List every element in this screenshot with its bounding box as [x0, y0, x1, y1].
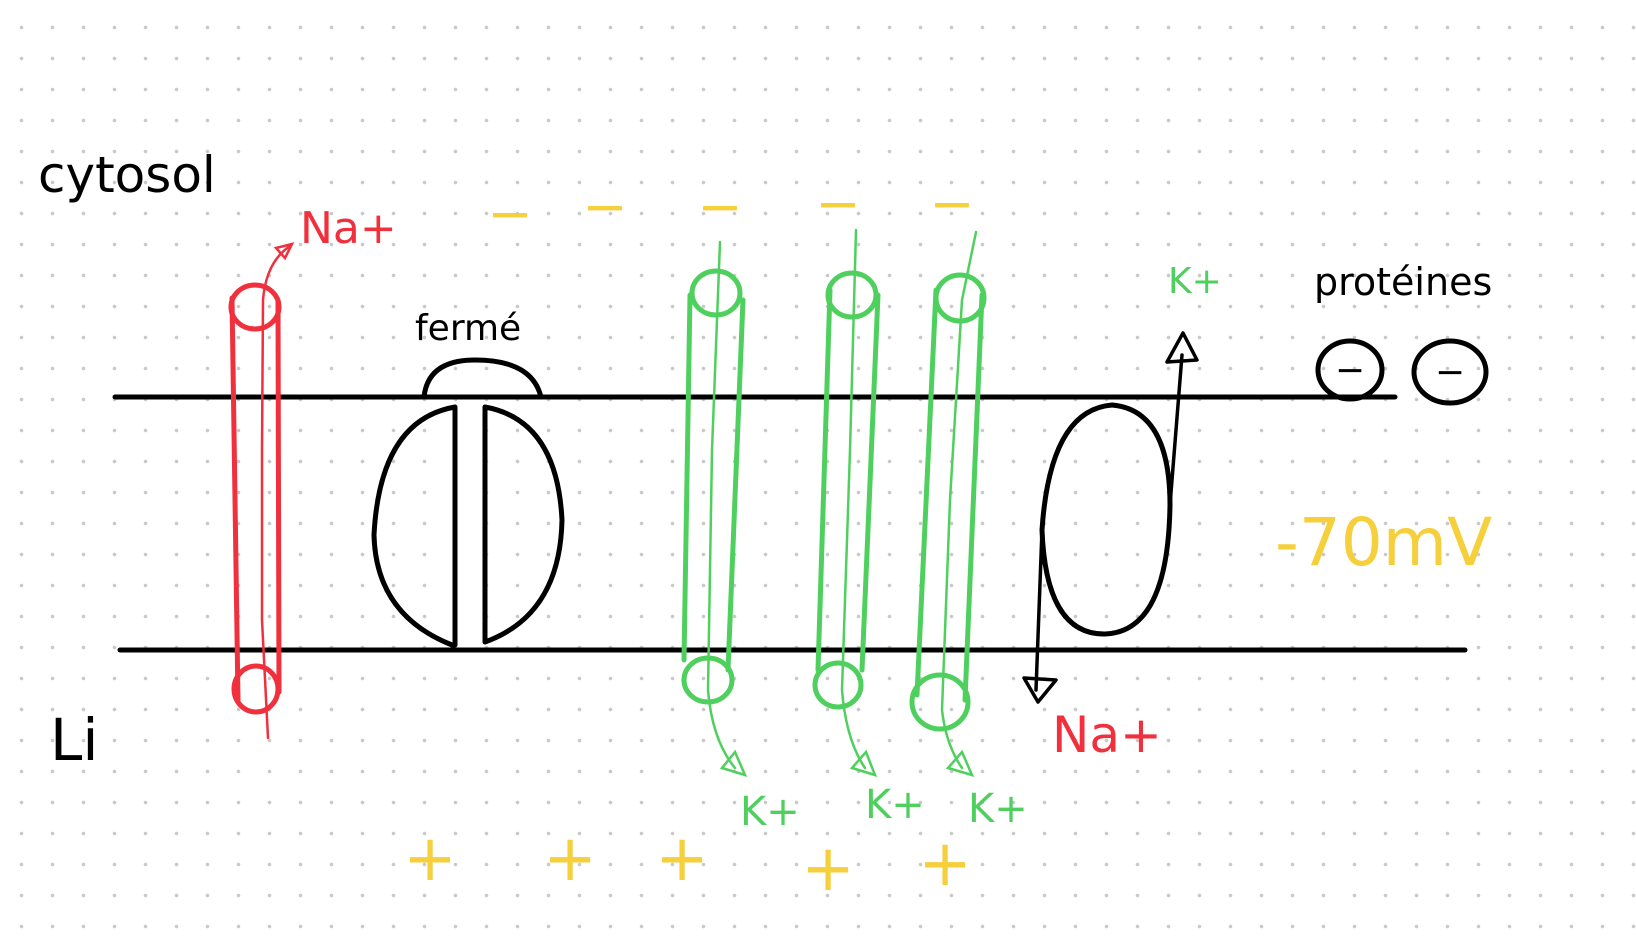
k-flow-arrowhead-3	[945, 749, 975, 777]
minus-charge: −	[697, 175, 742, 238]
na-bottom-label: Na+	[1052, 706, 1162, 764]
k-leak-channel-2	[812, 228, 881, 777]
k-label-3: K+	[968, 786, 1028, 832]
protein-2-charge: −	[1435, 352, 1465, 393]
k-leak-channel-3	[909, 230, 987, 777]
protein-2-body	[1411, 338, 1489, 406]
na-channel-bottom-opening	[231, 663, 281, 715]
minus-charge: −	[929, 172, 974, 235]
pump-na-out-arrowhead	[1022, 676, 1058, 704]
k-flow-arrowhead-1	[719, 749, 748, 777]
minus-charge: −	[815, 172, 860, 235]
k-label-2: K+	[865, 782, 925, 828]
pump-k-in-arrowhead	[1165, 331, 1199, 364]
k-channel-3-right-wall	[962, 292, 985, 703]
k-label-1: K+	[740, 789, 800, 835]
k-flow-arrowhead-2	[849, 749, 878, 777]
ferme-label: fermé	[415, 308, 521, 349]
proteines-label: protéines	[1314, 260, 1492, 304]
plus-charge: +	[918, 827, 972, 901]
k-channel-1-top-opening	[689, 268, 743, 318]
na-channel-right-wall	[275, 297, 282, 695]
k-channel-2-left-wall	[815, 287, 833, 673]
closed-gate	[421, 357, 544, 400]
protein-1-charge: −	[1335, 350, 1365, 391]
k-pump-label: K+	[1168, 261, 1222, 302]
protein-2: −	[1411, 338, 1489, 406]
plus-charge: +	[543, 822, 597, 896]
plus-charge: +	[801, 832, 855, 906]
cytosol-negative-charges: − − − − −	[487, 172, 974, 245]
k-channel-2-top-opening	[825, 270, 879, 320]
k-channel-2-right-wall	[859, 292, 881, 673]
pump-k-in-path	[1168, 353, 1184, 507]
na-channel-left-wall	[229, 295, 241, 703]
na-channel-top-opening	[228, 282, 282, 332]
minus-charge: −	[487, 182, 532, 245]
pump-body	[1039, 402, 1173, 637]
closed-channel	[371, 357, 565, 648]
closed-channel-left-half	[371, 404, 458, 648]
li-label: Li	[50, 706, 98, 774]
minus-charge: −	[582, 175, 627, 238]
li-positive-charges: + + + + +	[403, 822, 972, 906]
na-k-pump	[1022, 331, 1199, 704]
k-leak-channel-1	[681, 240, 748, 777]
k-channel-3-left-wall	[914, 287, 939, 698]
protein-1-body	[1315, 338, 1385, 402]
protein-1: −	[1315, 338, 1385, 402]
k-channel-2-bottom-opening	[812, 660, 864, 710]
k-channel-1-right-wall	[725, 297, 746, 673]
na-top-label: Na+	[300, 203, 397, 254]
na-flow-arrowhead	[273, 242, 295, 261]
closed-channel-right-half	[482, 404, 565, 645]
na-leak-channel	[228, 242, 295, 740]
cytosol-label: cytosol	[38, 146, 216, 204]
k-channel-3-bottom-opening	[909, 672, 971, 732]
membrane-potential-label: -70mV	[1275, 504, 1492, 581]
plus-charge: +	[655, 822, 709, 896]
na-flow-path	[260, 244, 292, 740]
k-channel-1-left-wall	[681, 292, 693, 663]
k-flow-path-3	[940, 230, 978, 770]
plus-charge: +	[403, 822, 457, 896]
pump-na-out-path	[1034, 528, 1044, 692]
